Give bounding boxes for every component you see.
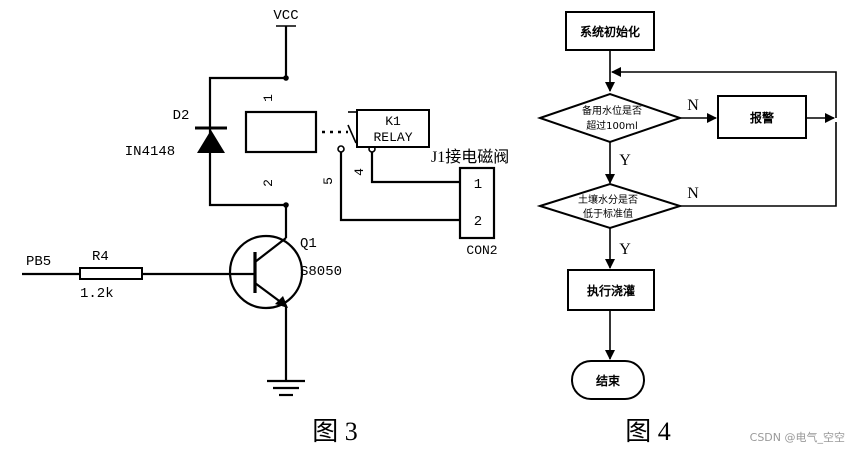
contact4-label: 4 (352, 168, 367, 176)
init-box (565, 11, 655, 51)
watering-box (567, 269, 655, 311)
cond2-no-label: N (687, 185, 699, 202)
decision-soil-moisture (536, 182, 684, 230)
coil-pin1: 1 (261, 94, 276, 102)
decision1-line2: 超过100ml (586, 119, 638, 132)
connector-j1 (458, 166, 496, 240)
decision2-line1: 土壤水分是否 (578, 193, 638, 206)
connector-note: J1接电磁阀 (431, 148, 509, 166)
decision-water-level (536, 92, 684, 144)
decision1-line1: 备用水位是否 (582, 104, 642, 117)
alarm-box (717, 95, 807, 139)
relay-ref: K1 (385, 114, 401, 129)
circuit-caption: 图 3 (312, 417, 358, 446)
cond1-no-label: N (687, 97, 699, 114)
init-label: 系统初始化 (580, 24, 640, 39)
end-label: 结束 (596, 373, 621, 388)
emitter-arrow (275, 296, 288, 308)
decision2-line2: 低于标准值 (583, 207, 633, 220)
connector-name: CON2 (466, 243, 497, 258)
wire-contact4-con1 (370, 152, 460, 184)
wire-contact5-con2 (339, 152, 460, 222)
contact5-label: 5 (321, 177, 336, 185)
ground-symbol (267, 379, 305, 397)
relay-coil (244, 110, 318, 154)
relay-name: RELAY (373, 130, 412, 145)
contact-5 (337, 145, 345, 153)
flowchart-caption: 图 4 (625, 417, 671, 446)
loop-back-arrow (611, 67, 837, 118)
transistor-part: S8050 (300, 264, 342, 280)
end-terminal (571, 360, 645, 400)
watermark: CSDN @电气_空空 (750, 430, 845, 444)
diode-d2 (195, 126, 227, 153)
alarm-label: 报警 (750, 110, 774, 125)
resistor-value: 1.2k (80, 286, 114, 302)
diode-part: IN4148 (125, 144, 175, 160)
connector-pin1: 1 (474, 177, 482, 193)
resistor-r4 (79, 267, 143, 280)
transistor-ref: Q1 (300, 236, 317, 252)
input-label: PB5 (26, 254, 51, 270)
cond2-no-line (680, 122, 837, 207)
watering-label: 执行浇灌 (587, 283, 635, 298)
cond1-yes-label: Y (619, 152, 631, 169)
cond2-yes-label: Y (619, 241, 631, 258)
connector-pin2: 2 (474, 214, 482, 230)
vcc-label: VCC (273, 8, 298, 24)
diode-ref: D2 (173, 108, 190, 124)
coil-pin2: 2 (261, 179, 276, 187)
contact-arm (347, 124, 357, 144)
transistor-collector (254, 237, 287, 263)
transistor-q1 (228, 234, 304, 310)
flowchart: 系统初始化 备用水位是否 超过100ml N 报警 Y 土壤水分是否 低于标准值… (536, 11, 837, 446)
relay-circuit: VCC D2 IN4148 1 2 5 4 K1 RELAY (22, 8, 509, 446)
relay-label-box (356, 109, 430, 148)
resistor-ref: R4 (92, 249, 109, 265)
